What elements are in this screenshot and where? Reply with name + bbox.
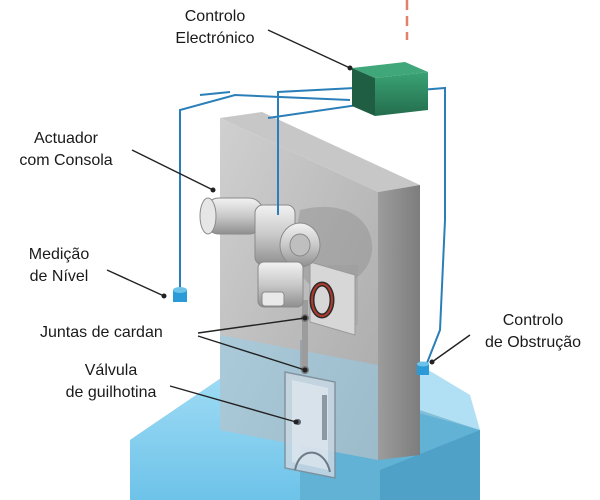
label-medicao-line1: Medição xyxy=(28,246,90,263)
leader-dot-valve xyxy=(293,419,299,425)
leader-dot-level xyxy=(161,293,167,299)
level-sensor xyxy=(173,287,187,302)
label-actuador-line1: Actuador xyxy=(33,130,99,147)
leader-lines xyxy=(106,29,471,423)
label-obstrucao-line2: de Obstrução xyxy=(484,334,582,351)
label-medicao-nivel: Medição de Nível xyxy=(14,244,104,288)
label-controlo-electronico: Controlo Electrónico xyxy=(160,6,270,50)
label-valvula-line2: de guilhotina xyxy=(65,384,157,401)
label-controlo-electronico-line1: Controlo xyxy=(184,8,246,25)
label-juntas-cardan: Juntas de cardan xyxy=(40,324,163,341)
label-actuador: Actuador com Consola xyxy=(4,128,128,172)
leader-dot-controller xyxy=(347,65,353,71)
label-valvula-line1: Válvula xyxy=(84,362,138,379)
drive-shaft xyxy=(302,300,308,372)
leader-dot-actuator xyxy=(210,187,216,193)
label-valvula: Válvula de guilhotina xyxy=(52,360,170,404)
actuator xyxy=(199,197,356,336)
leader-dot-obstruction xyxy=(429,359,435,365)
label-medicao-line2: de Nível xyxy=(29,268,89,285)
label-obstrucao-line1: Controlo xyxy=(502,312,564,329)
electronic-controller-box xyxy=(352,62,428,116)
obstruction-sensor xyxy=(417,361,429,375)
leader-dot-joint-upper xyxy=(302,315,308,321)
leader-dot-joint-lower xyxy=(302,367,308,373)
label-controlo-electronico-line2: Electrónico xyxy=(175,30,255,47)
label-actuador-line2: com Consola xyxy=(19,152,113,169)
label-controlo-obstrucao: Controlo de Obstrução xyxy=(470,310,596,354)
